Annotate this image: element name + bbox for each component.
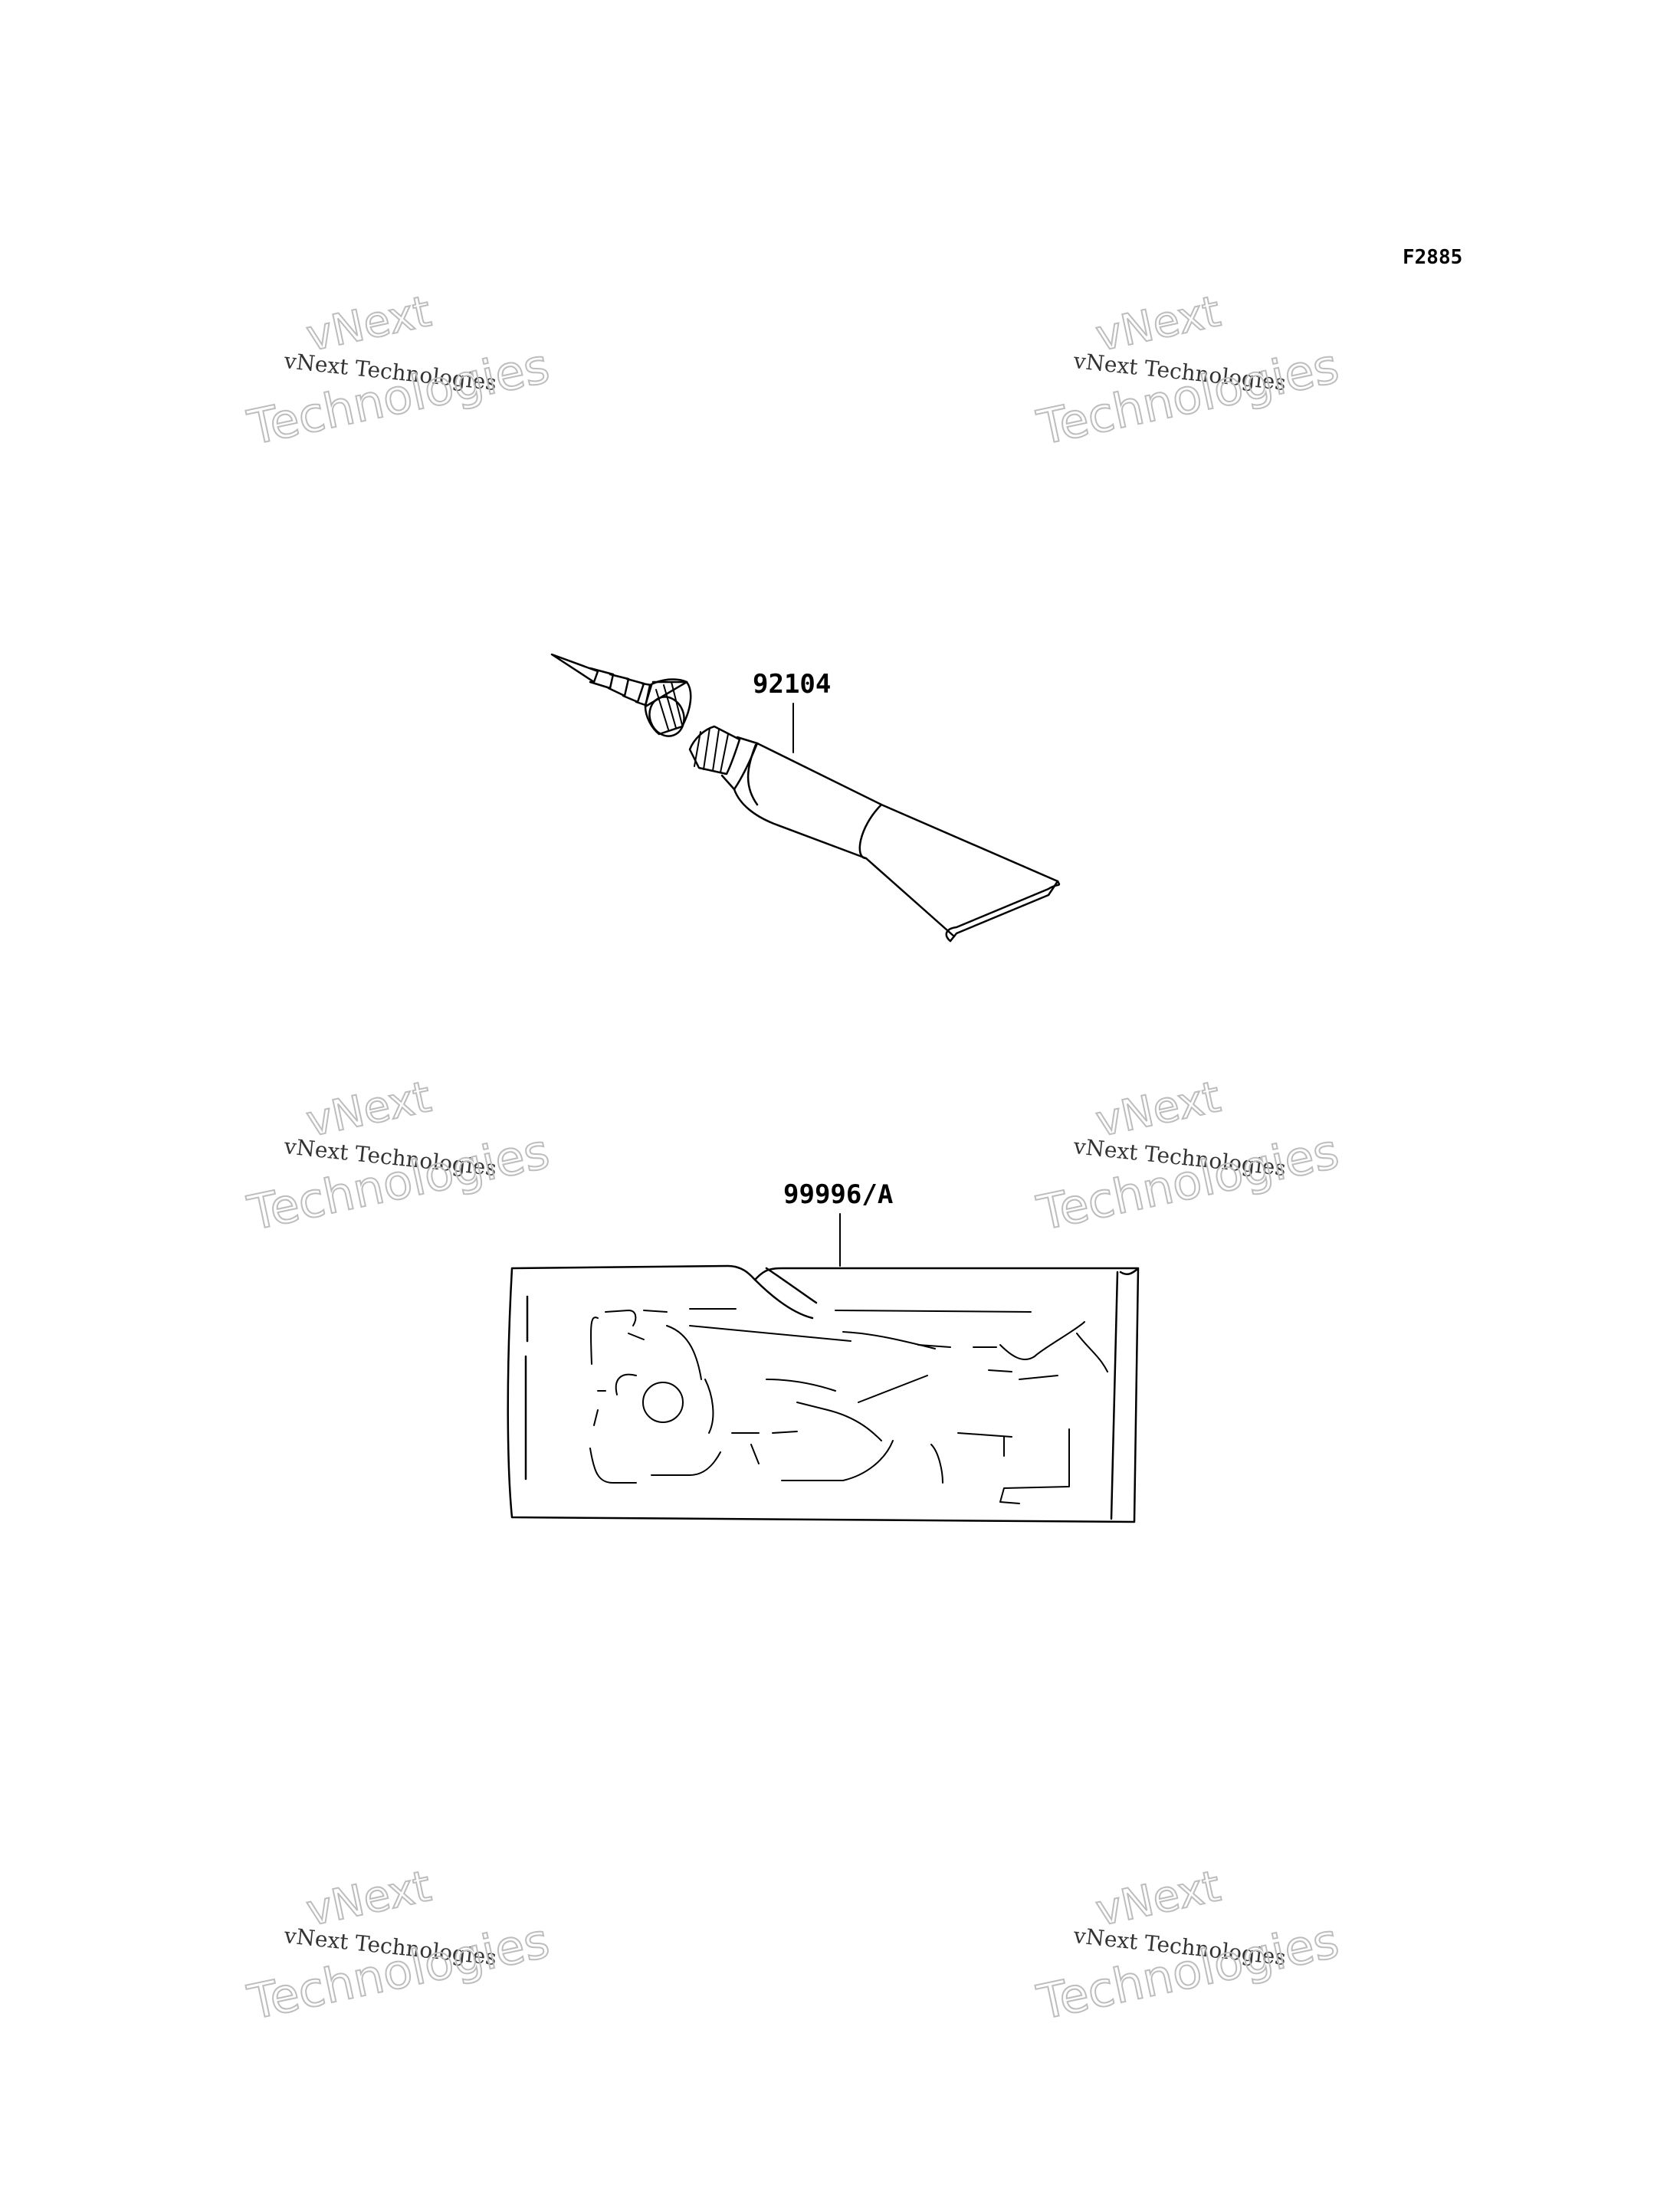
watermark-top-left: vNext vNext Technologies Technologies: [242, 286, 555, 457]
tube-body: [688, 725, 1061, 943]
watermark-bottom-right: vNext vNext Technologies Technologies: [1032, 1861, 1344, 2031]
watermark-vnext: vNext: [302, 1072, 435, 1147]
figure-code: F2885: [1403, 246, 1462, 269]
watermark-vnext: vNext: [1091, 287, 1225, 362]
watermark-middle-right: vNext vNext Technologies Technologies: [1032, 1071, 1344, 1242]
watermark-vnext: vNext: [1091, 1072, 1225, 1147]
part-99996-a: 99996/A: [507, 1179, 1140, 1523]
decal-package: [507, 1264, 1140, 1523]
part-92104: 92104: [550, 653, 1061, 943]
part-number-99996-a: 99996/A: [783, 1179, 893, 1210]
watermark-bottom-left: vNext vNext Technologies Technologies: [242, 1861, 555, 2031]
watermark-vnext: vNext: [302, 1861, 435, 1936]
watermark-middle-left: vNext vNext Technologies Technologies: [242, 1071, 555, 1242]
decal-artwork: [589, 1308, 1108, 1504]
watermark-top-right: vNext vNext Technologies Technologies: [1032, 286, 1344, 457]
tube-nozzle: [550, 653, 692, 737]
part-number-92104: 92104: [753, 669, 831, 700]
watermark-vnext: vNext: [302, 287, 435, 362]
watermark-vnext: vNext: [1091, 1861, 1225, 1936]
